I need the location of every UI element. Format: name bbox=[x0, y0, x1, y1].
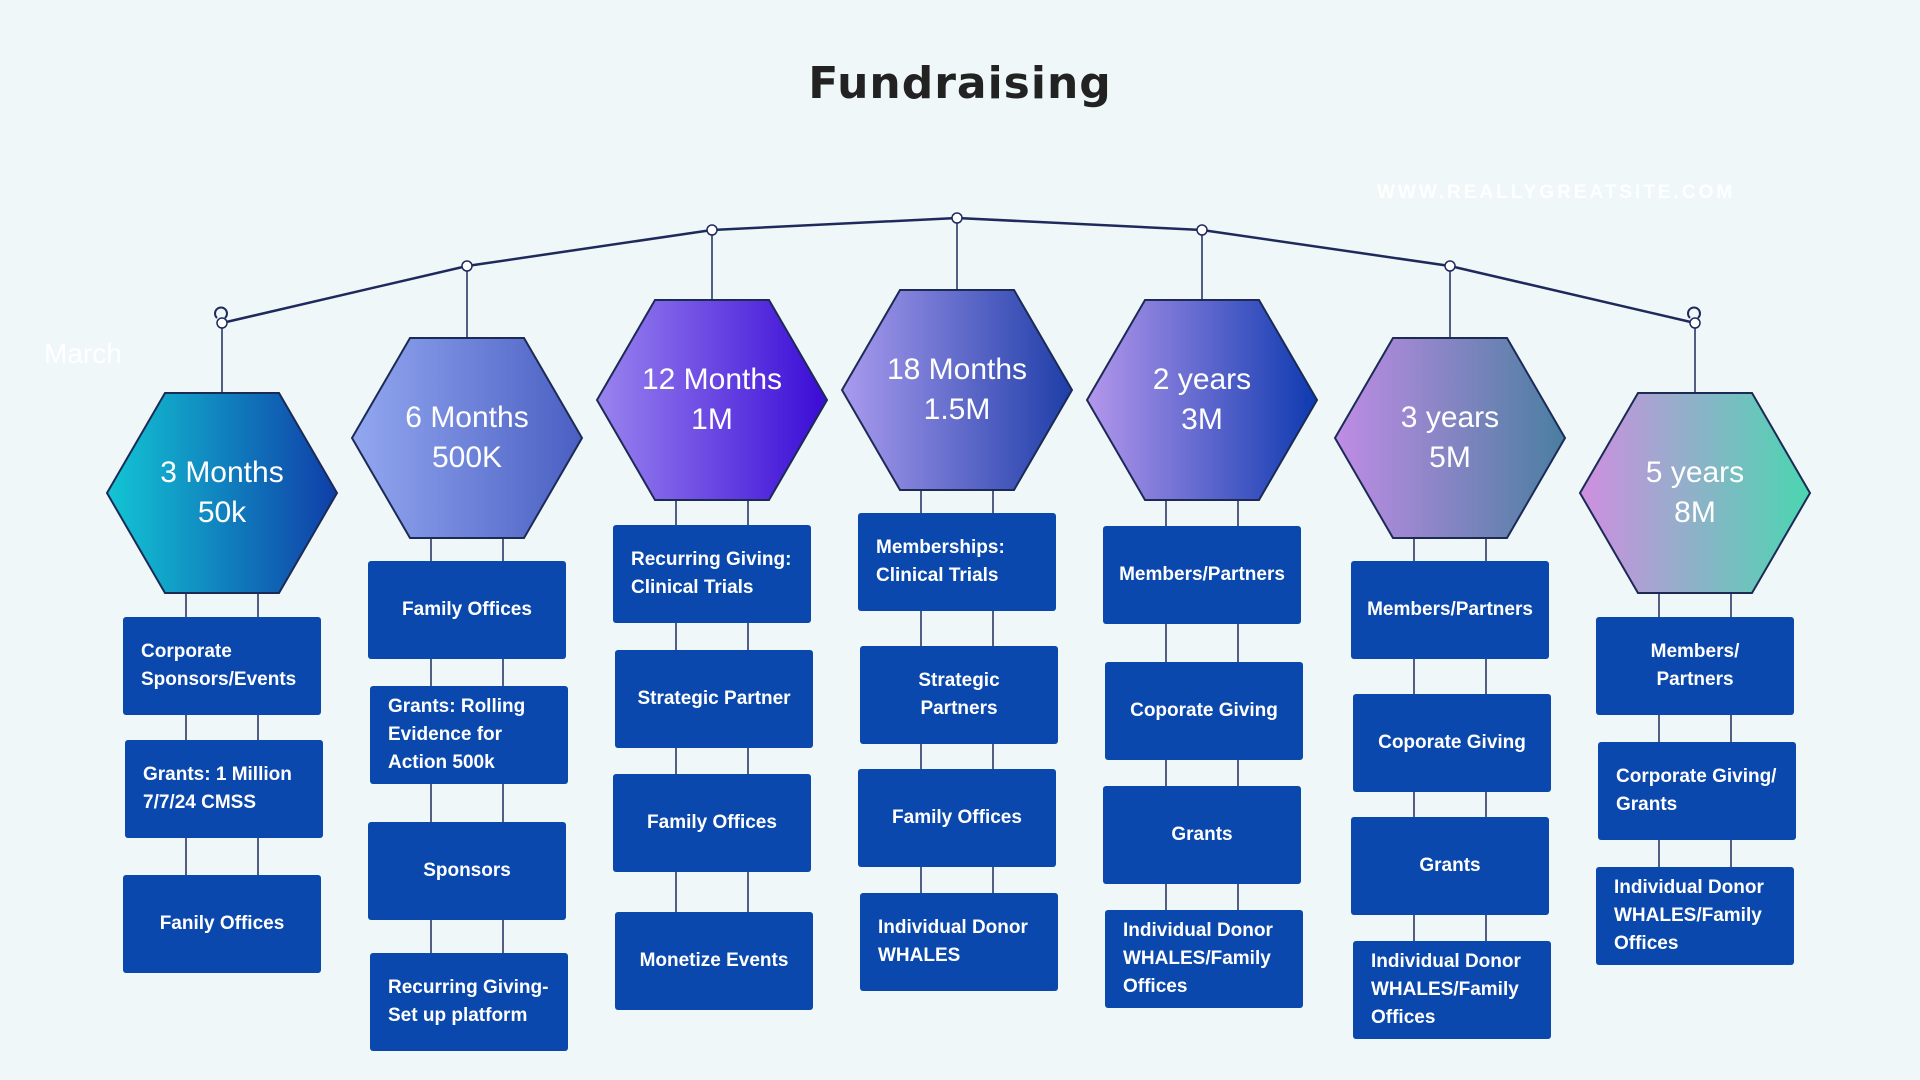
milestone-period: 3 years bbox=[1400, 401, 1500, 434]
milestone-amount: 8M bbox=[1674, 496, 1716, 529]
website-text: WWW.REALLYGREATSITE.COM bbox=[1377, 182, 1736, 203]
funding-source-label: Individual Donor WHALES/Family Offices bbox=[1371, 951, 1521, 1028]
milestone-hexagon bbox=[840, 289, 1074, 491]
milestone-label: 3 Months 50k bbox=[107, 453, 337, 533]
milestone-hexagon bbox=[1085, 299, 1319, 501]
funding-source-label: Grants bbox=[1419, 855, 1481, 876]
funding-source-box: Family Offices bbox=[613, 774, 811, 872]
milestone-label: 18 Months 1.5M bbox=[842, 350, 1072, 430]
funding-source-box: Recurring Giving: Clinical Trials bbox=[613, 525, 811, 623]
milestone-period: 18 Months bbox=[886, 353, 1028, 386]
funding-source-box: Grants bbox=[1103, 786, 1301, 884]
milestone-label: 6 Months 500K bbox=[352, 398, 582, 478]
funding-source-box: Sponsors bbox=[368, 822, 566, 920]
milestone-amount: 1.5M bbox=[923, 393, 991, 426]
funding-source-box: Members/Partners bbox=[1351, 561, 1549, 659]
milestone-amount: 500K bbox=[431, 441, 503, 474]
milestone-label: 3 years 5M bbox=[1335, 398, 1565, 478]
arc-ring bbox=[951, 212, 963, 224]
milestone-period: 3 Months bbox=[160, 456, 284, 489]
milestone-period: 2 years bbox=[1152, 363, 1252, 396]
funding-source-box: Strategic Partner bbox=[615, 650, 813, 748]
milestone-amount: 50k bbox=[197, 496, 247, 529]
funding-source-box: Individual Donor WHALES/Family Offices bbox=[1105, 910, 1303, 1008]
milestone-hexagon bbox=[595, 299, 829, 501]
milestone-amount: 1M bbox=[691, 403, 733, 436]
arc-ring bbox=[1444, 260, 1456, 272]
arc-ring bbox=[216, 317, 228, 329]
funding-source-label: Members/Partners bbox=[1119, 564, 1285, 585]
funding-source-box: Fanily Offices bbox=[123, 875, 321, 973]
funding-source-box: Family Offices bbox=[858, 769, 1056, 867]
arc-ring bbox=[1196, 224, 1208, 236]
milestone-amount: 3M bbox=[1181, 403, 1223, 436]
funding-source-box: Corporate Sponsors/Events bbox=[123, 617, 321, 715]
milestone-hexagon bbox=[1333, 337, 1567, 539]
page-title: Fundraising bbox=[808, 58, 1112, 109]
milestone-label: 5 years 8M bbox=[1580, 453, 1810, 533]
funding-source-label: Grants: Rolling Evidence for Action 500k bbox=[388, 696, 526, 773]
funding-source-label: Recurring Giving- Set up platform bbox=[388, 977, 549, 1026]
funding-source-box: Recurring Giving- Set up platform bbox=[370, 953, 568, 1051]
funding-source-box: Individual Donor WHALES/Family Offices bbox=[1353, 941, 1551, 1039]
milestone-period: 5 years bbox=[1645, 456, 1745, 489]
milestone-amount: 5M bbox=[1429, 441, 1471, 474]
milestone-label: 12 Months 1M bbox=[597, 360, 827, 440]
funding-source-box: Memberships: Clinical Trials bbox=[858, 513, 1056, 611]
funding-source-label: Members/Partners bbox=[1367, 599, 1533, 620]
month-note: March bbox=[44, 338, 122, 369]
funding-source-label: Individual Donor WHALES bbox=[878, 917, 1028, 966]
funding-source-label: Members/ Partners bbox=[1650, 641, 1740, 690]
funding-source-label: Family Offices bbox=[402, 599, 532, 620]
hook-icon bbox=[1687, 306, 1701, 319]
funding-source-label: Monetize Events bbox=[639, 950, 789, 971]
funding-source-box: Members/ Partners bbox=[1596, 617, 1794, 715]
funding-source-label: Recurring Giving: Clinical Trials bbox=[631, 549, 792, 598]
funding-source-label: Memberships: Clinical Trials bbox=[876, 537, 1005, 586]
funding-source-box: Individual Donor WHALES bbox=[860, 893, 1058, 991]
funding-source-label: Family Offices bbox=[892, 807, 1022, 828]
funding-source-box: Members/Partners bbox=[1103, 526, 1301, 624]
funding-source-box: Strategic Partners bbox=[860, 646, 1058, 744]
milestone-hexagon bbox=[1578, 392, 1812, 594]
funding-source-box: Coporate Giving bbox=[1105, 662, 1303, 760]
milestone-hexagon bbox=[350, 337, 584, 539]
funding-source-label: Corporate Giving/ Grants bbox=[1616, 766, 1777, 815]
funding-source-label: Coporate Giving bbox=[1130, 700, 1278, 721]
funding-source-box: Coporate Giving bbox=[1353, 694, 1551, 792]
funding-source-label: Corporate Sponsors/Events bbox=[141, 641, 297, 690]
funding-source-label: Individual Donor WHALES/Family Offices bbox=[1123, 920, 1273, 997]
arc-ring bbox=[1689, 317, 1701, 329]
milestone-period: 12 Months bbox=[641, 363, 783, 396]
funding-source-label: Fanily Offices bbox=[159, 913, 285, 934]
funding-source-label: Strategic Partner bbox=[637, 688, 791, 709]
funding-source-label: Coporate Giving bbox=[1378, 732, 1526, 753]
milestone-hexagon bbox=[105, 392, 339, 594]
funding-source-box: Grants: Rolling Evidence for Action 500k bbox=[370, 686, 568, 784]
funding-source-label: Sponsors bbox=[423, 860, 511, 881]
funding-source-box: Monetize Events bbox=[615, 912, 813, 1010]
funding-source-label: Individual Donor WHALES/Family Offices bbox=[1614, 877, 1764, 954]
hook-icon bbox=[214, 306, 228, 319]
funding-source-label: Strategic Partners bbox=[918, 670, 1000, 719]
funding-source-label: Family Offices bbox=[647, 812, 777, 833]
arc-ring bbox=[706, 224, 718, 236]
arc-ring bbox=[461, 260, 473, 272]
funding-source-box: Grants: 1 Million 7/7/24 CMSS bbox=[125, 740, 323, 838]
funding-source-box: Corporate Giving/ Grants bbox=[1598, 742, 1796, 840]
funding-source-box: Family Offices bbox=[368, 561, 566, 659]
milestone-label: 2 years 3M bbox=[1087, 360, 1317, 440]
funding-source-box: Grants bbox=[1351, 817, 1549, 915]
funding-source-box: Individual Donor WHALES/Family Offices bbox=[1596, 867, 1794, 965]
funding-source-label: Grants: 1 Million 7/7/24 CMSS bbox=[143, 764, 292, 813]
funding-source-label: Grants bbox=[1171, 824, 1233, 845]
milestone-period: 6 Months bbox=[405, 401, 529, 434]
